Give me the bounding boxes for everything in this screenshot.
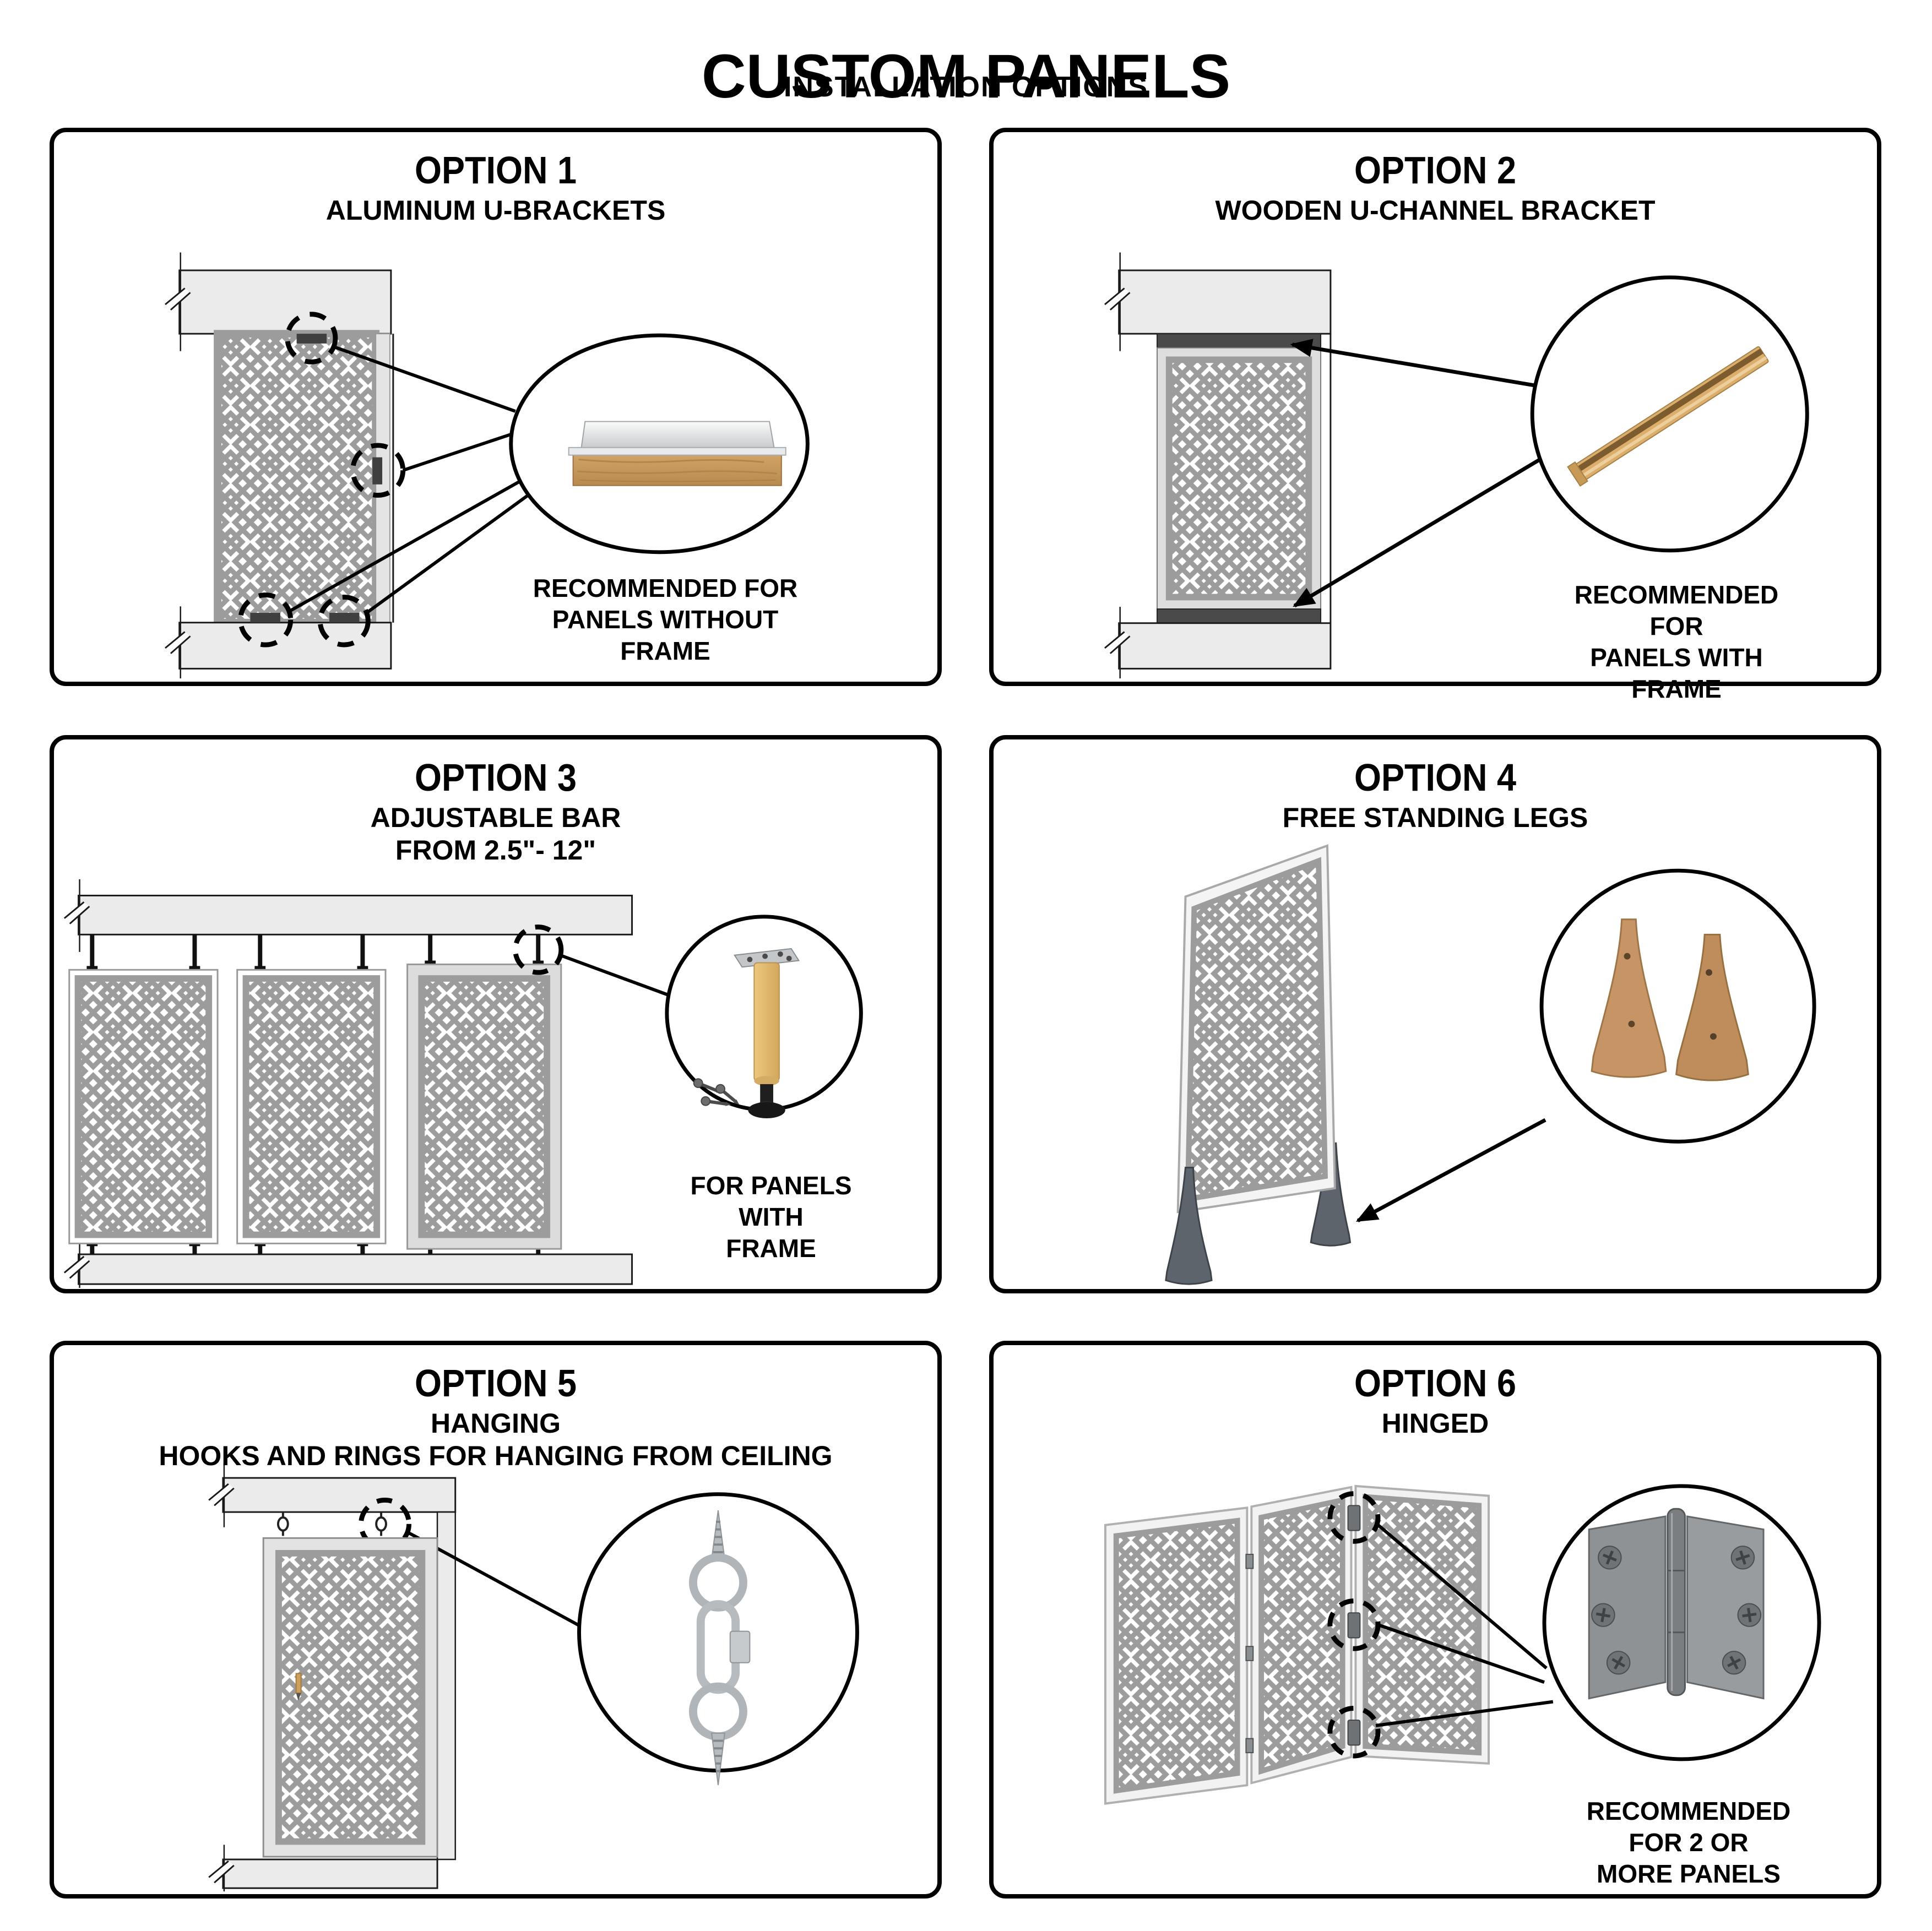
- hanging-panel: [262, 1537, 438, 1858]
- panel-without-frame: [214, 330, 394, 627]
- option-2-label: OPTION 2: [1354, 149, 1517, 192]
- leader-lines: [1375, 1522, 1554, 1727]
- ceiling-hooks: [276, 1512, 387, 1536]
- eye-screw-mark: [295, 1673, 302, 1694]
- front-foot: [1165, 1167, 1213, 1285]
- aluminum-u-bracket-icon: [568, 421, 786, 486]
- wall-strip: [436, 1511, 456, 1861]
- wooden-u-channel-icon: [1567, 346, 1769, 487]
- eye-screw-tip: [296, 1693, 301, 1701]
- bottom-u-channel: [1157, 608, 1322, 624]
- option-2-caption: RECOMMENDED FOR PANELS WITH FRAME: [1574, 580, 1779, 704]
- option-3-label: OPTION 3: [414, 756, 577, 799]
- callout-circle: [513, 924, 564, 975]
- option-6-box: OPTION 6 HINGED: [989, 1341, 1881, 1899]
- leader-lines: [287, 344, 531, 615]
- page-subtitle: INSTALLATION OPTIONS: [783, 71, 1149, 103]
- right-joint-hinges: [1347, 1505, 1361, 1746]
- option-3-subtitle: ADJUSTABLE BAR FROM 2.5"- 12": [370, 802, 621, 866]
- hook-and-rings-icon: [688, 1510, 751, 1786]
- option-1-label: OPTION 1: [414, 149, 577, 192]
- rear-foot: [1310, 1142, 1352, 1247]
- option-1-subtitle: ALUMINUM U-BRACKETS: [325, 195, 666, 226]
- zoom-circle: [1539, 868, 1816, 1144]
- hinge-screws: [1591, 1546, 1762, 1675]
- wooden-trestle-legs-icon: [1591, 918, 1749, 1081]
- option-2-illustration: [1104, 252, 1809, 679]
- folding-panels: [1104, 1484, 1490, 1805]
- option-3-illustration: [63, 879, 863, 1288]
- option-4-illustration: [1165, 844, 1816, 1285]
- adjustable-leg-icon: [693, 948, 800, 1118]
- option-5-box: OPTION 5 HANGING HOOKS AND RINGS FOR HAN…: [50, 1341, 942, 1899]
- floor-surface: [208, 1845, 438, 1892]
- hanging-panels: [68, 963, 562, 1250]
- screws-icon: [693, 1078, 740, 1106]
- floor-surface: [1104, 607, 1332, 679]
- option-6-label: OPTION 6: [1354, 1362, 1517, 1405]
- ceiling-surface: [165, 252, 392, 351]
- floor-surface: [165, 606, 392, 679]
- option-5-label: OPTION 5: [414, 1362, 577, 1405]
- page-title: CUSTOM PANELS: [701, 42, 1231, 111]
- bracket-marks: [250, 334, 383, 623]
- arrow-lines: [1290, 339, 1546, 608]
- option-6-subtitle: HINGED: [1381, 1408, 1489, 1439]
- framed-panel: [1157, 333, 1332, 624]
- butt-hinge-icon: [1588, 1508, 1765, 1700]
- arrow-line: [1355, 1118, 1546, 1223]
- ceiling-surface: [208, 1463, 457, 1527]
- left-joint-hinges: [1245, 1553, 1254, 1754]
- leader-line: [559, 953, 670, 997]
- ceiling-surface: [63, 879, 633, 952]
- option-4-label: OPTION 4: [1354, 756, 1517, 799]
- option-6-caption: RECOMMENDED FOR 2 OR MORE PANELS: [1586, 1797, 1791, 1889]
- option-5-subtitle: HANGING HOOKS AND RINGS FOR HANGING FROM…: [159, 1408, 833, 1472]
- option-4-box: OPTION 4 FREE STANDING LEGS: [989, 735, 1881, 1293]
- option-1-box: OPTION 1 ALUMINUM U-BRACKETS: [50, 128, 942, 686]
- free-standing-panel: [1176, 844, 1336, 1214]
- option-2-subtitle: WOODEN U-CHANNEL BRACKET: [1215, 195, 1656, 226]
- floor-surface: [63, 1239, 633, 1288]
- option-1-caption: RECOMMENDED FOR PANELS WITHOUT FRAME: [533, 574, 798, 666]
- option-3-box: OPTION 3 ADJUSTABLE BAR FROM 2.5"- 12": [50, 735, 942, 1293]
- option-6-illustration: [1104, 1484, 1821, 1805]
- option-1-illustration: [165, 252, 810, 679]
- option-2-box: OPTION 2 WOODEN U-CHANNEL BRACKET: [989, 128, 1881, 703]
- option-4-subtitle: FREE STANDING LEGS: [1282, 802, 1588, 834]
- option-3-caption: FOR PANELS WITH FRAME: [690, 1171, 852, 1263]
- option-5-illustration: [208, 1463, 859, 1892]
